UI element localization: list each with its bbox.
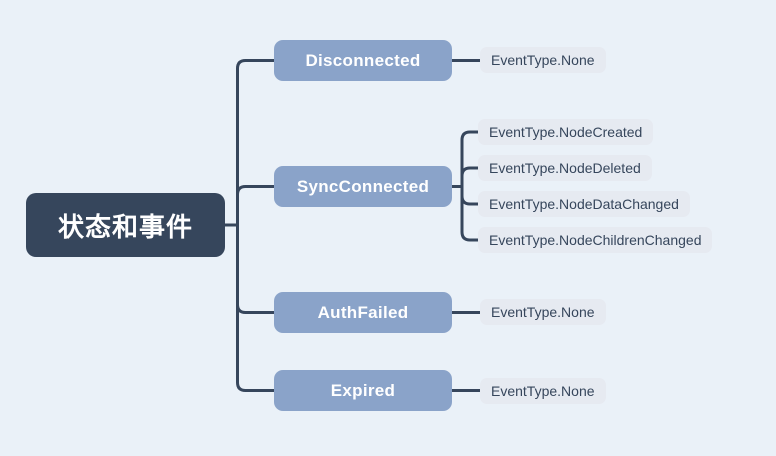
branch-node-authfailed[interactable]: AuthFailed [274,292,452,333]
leaf-node-eventtype-nodedatachanged[interactable]: EventType.NodeDataChanged [478,191,690,217]
leaf-node-eventtype-nodedeleted[interactable]: EventType.NodeDeleted [478,155,652,181]
branch-node-disconnected[interactable]: Disconnected [274,40,452,81]
connector-sync-leaf-2 [460,166,480,188]
branch-node-expired[interactable]: Expired [274,370,452,411]
leaf-node-eventtype-nodechildrenchanged[interactable]: EventType.NodeChildrenChanged [478,227,713,253]
connector-authfailed [236,223,276,314]
leaf-node-disconnected-eventtype-none[interactable]: EventType.None [480,47,606,73]
leaf-node-eventtype-nodecreated[interactable]: EventType.NodeCreated [478,119,654,145]
connector-sync-leaf-1 [460,130,480,188]
leaf-node-expired-eventtype-none[interactable]: EventType.None [480,378,606,404]
root-node[interactable]: 状态和事件 [26,193,225,257]
branch-node-syncconnected[interactable]: SyncConnected [274,166,452,207]
connector-disconnected [236,59,276,227]
connector-expired [236,223,276,392]
connector-sync-leaf-4 [460,185,480,242]
leaf-node-authfailed-eventtype-none[interactable]: EventType.None [480,299,606,325]
connector-sync-leaf-3 [460,185,480,206]
connector-syncconnected [236,185,276,227]
